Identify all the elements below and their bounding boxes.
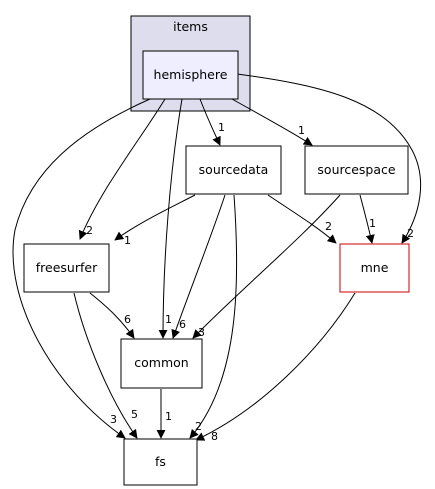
edge-label-common-fs: 1 xyxy=(165,410,172,423)
node-freesurfer[interactable]: freesurfer xyxy=(23,243,110,293)
edge-hemisphere-common xyxy=(158,98,183,339)
node-sourcespace[interactable]: sourcespace xyxy=(304,145,409,195)
node-fs-label: fs xyxy=(155,454,166,469)
edge-label-hemisphere-mne: 2 xyxy=(407,227,414,240)
node-sourcedata-label: sourcedata xyxy=(199,162,269,177)
node-mne[interactable]: mne xyxy=(339,243,410,293)
edge-sourcedata-common xyxy=(171,194,226,339)
node-common[interactable]: common xyxy=(120,338,203,389)
node-fs[interactable]: fs xyxy=(123,438,198,486)
edge-hemisphere-sourcedata xyxy=(199,98,221,146)
node-hemisphere[interactable]: hemisphere xyxy=(142,50,239,100)
edge-sourcedata-mne xyxy=(267,194,337,244)
edge-label-sourcespace-common: 3 xyxy=(198,326,205,339)
edge-label-hemisphere-fs: 3 xyxy=(110,413,117,426)
edge-mne-fs xyxy=(195,292,356,441)
node-hemisphere-label: hemisphere xyxy=(154,67,228,82)
node-common-label: common xyxy=(134,355,188,370)
edge-sourcedata-freesurfer xyxy=(114,194,196,241)
edge-label-sourcedata-fs: 2 xyxy=(195,420,202,433)
node-freesurfer-label: freesurfer xyxy=(36,260,98,275)
node-sourcedata[interactable]: sourcedata xyxy=(185,145,282,195)
edge-label-hemisphere-freesurfer: 2 xyxy=(86,224,93,237)
edge-label-sourcedata-common: 6 xyxy=(179,318,186,331)
edge-sourcedata-fs xyxy=(189,194,238,439)
edge-sourcespace-common xyxy=(192,194,341,339)
edge-freesurfer-common xyxy=(89,292,135,339)
edge-hemisphere-sourcespace xyxy=(231,98,313,146)
edge-label-sourcedata-freesurfer: 1 xyxy=(124,234,131,247)
edge-label-mne-fs: 8 xyxy=(211,430,218,443)
edge-label-sourcespace-mne: 1 xyxy=(369,217,376,230)
edge-freesurfer-fs xyxy=(73,292,138,439)
edge-hemisphere-freesurfer xyxy=(78,98,166,240)
node-sourcespace-label: sourcespace xyxy=(317,162,395,177)
edge-sourcespace-mne xyxy=(359,194,375,244)
edge-label-hemisphere-sourcedata: 1 xyxy=(218,121,225,134)
edge-label-hemisphere-common: 1 xyxy=(165,313,172,326)
edge-label-freesurfer-common: 6 xyxy=(124,313,131,326)
edge-label-sourcedata-mne: 2 xyxy=(325,220,332,233)
edge-label-freesurfer-fs: 5 xyxy=(131,408,138,421)
edge-label-hemisphere-sourcespace: 1 xyxy=(298,124,305,137)
edge-hemisphere-fs xyxy=(12,98,151,439)
edge-hemisphere-mne xyxy=(236,73,422,244)
node-mne-label: mne xyxy=(361,260,389,275)
cluster-items-label: items xyxy=(173,19,208,34)
